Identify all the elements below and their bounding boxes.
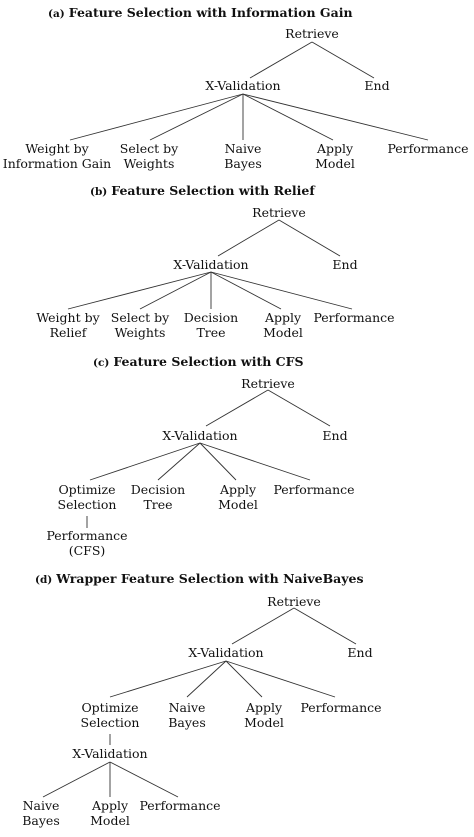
end-node: End: [332, 257, 357, 272]
x-validation-node: X-Validation: [173, 257, 248, 272]
retrieve-node: Retrieve: [285, 26, 339, 41]
end-node: End: [322, 428, 347, 443]
retrieve-node: Retrieve: [252, 205, 306, 220]
x-validation-node: X-Validation: [162, 428, 237, 443]
x-validation-node: X-Validation: [188, 645, 263, 660]
panel-c: (c) Feature Selection with CFS Retrieve …: [46, 353, 354, 558]
panel-d-edges: [42, 607, 357, 798]
panel-c-edges: [86, 389, 331, 528]
panel-b-edges: [67, 219, 353, 310]
performance-node: Performance: [313, 310, 394, 325]
panel-b: (b) Feature Selection with Relief Retrie…: [36, 182, 394, 340]
panel-c-title: (c) Feature Selection with CFS: [93, 353, 304, 370]
performance-node: Performance: [387, 141, 468, 156]
retrieve-node: Retrieve: [241, 376, 295, 391]
retrieve-node: Retrieve: [267, 594, 321, 609]
panel-a-edges: [69, 41, 429, 141]
panel-a: (a) Feature Selection with Information G…: [3, 4, 469, 171]
panel-a-title: (a) Feature Selection with Information G…: [48, 4, 353, 21]
panel-b-title: (b) Feature Selection with Relief: [90, 182, 316, 199]
inner-x-validation-node: X-Validation: [72, 746, 147, 761]
performance-node: Performance: [273, 482, 354, 497]
panel-d-title: (d) Wrapper Feature Selection with Naive…: [35, 570, 364, 587]
end-node: End: [347, 645, 372, 660]
panel-d: (d) Wrapper Feature Selection with Naive…: [22, 570, 381, 828]
inner-performance-node: Performance: [139, 798, 220, 813]
performance-cfs-node: Performance(CFS): [46, 528, 127, 558]
end-node: End: [364, 78, 389, 93]
x-validation-node: X-Validation: [205, 78, 280, 93]
performance-node: Performance: [300, 700, 381, 715]
